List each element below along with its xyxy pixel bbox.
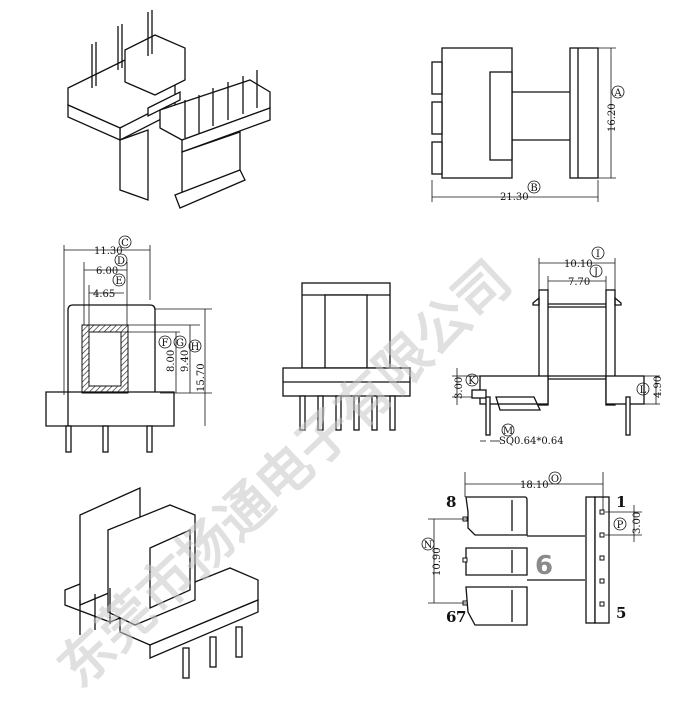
label-l: L bbox=[640, 385, 647, 396]
dim-11-30: 11.30 bbox=[94, 246, 123, 257]
pin-label-8: 8 bbox=[446, 493, 456, 511]
pin-label-5: 5 bbox=[616, 604, 626, 622]
dim-8-00: 8.00 bbox=[166, 350, 177, 372]
pin-label-7: 7 bbox=[456, 608, 466, 626]
dim-21-30: 21.30 bbox=[500, 192, 529, 203]
dim-7-70: 7.70 bbox=[568, 277, 590, 288]
label-m: M bbox=[503, 426, 513, 437]
label-n: N bbox=[424, 540, 433, 551]
front-view bbox=[282, 282, 411, 431]
dim-4-90: 4.90 bbox=[653, 376, 664, 398]
dim-4-65: 4.65 bbox=[93, 289, 115, 300]
dim-18-10: 18.10 bbox=[520, 480, 549, 491]
dim-15-70: 15.70 bbox=[196, 363, 207, 392]
side-view: 10.10 I 7.70 J 3.00 K 4.90 L SQ0.64*0.64… bbox=[452, 246, 664, 447]
dim-6-00: 6.00 bbox=[96, 266, 118, 277]
label-i: I bbox=[596, 249, 600, 260]
label-h: H bbox=[191, 342, 200, 353]
label-c: C bbox=[121, 238, 129, 249]
label-a: A bbox=[613, 88, 622, 99]
page-marker: 6 bbox=[535, 551, 553, 581]
dim-3-00: 3.00 bbox=[454, 377, 465, 399]
dim-9-40: 9.40 bbox=[180, 350, 191, 372]
pin-label-6: 6 bbox=[446, 608, 456, 626]
isometric-view-top bbox=[67, 10, 271, 209]
label-p: P bbox=[617, 520, 624, 531]
dim-10-10: 10.10 bbox=[564, 259, 593, 270]
dim-10-90: 10.90 bbox=[432, 547, 443, 576]
dim-sq0-64: SQ0.64*0.64 bbox=[499, 436, 564, 447]
dim-3-00-pitch: 3.00 bbox=[632, 512, 643, 534]
bottom-view: 8 1 6 7 5 6 10.90 N 18.10 O 3.00 P bbox=[421, 471, 643, 626]
label-g: G bbox=[176, 338, 184, 349]
isometric-view-bottom bbox=[64, 486, 259, 679]
pin-label-1: 1 bbox=[616, 493, 626, 511]
top-view: 16.20 A 21.30 B bbox=[431, 47, 625, 203]
label-e: E bbox=[115, 276, 122, 287]
label-j: J bbox=[593, 267, 598, 278]
watermark: 东莞市扬通电子有限公司 bbox=[46, 248, 523, 699]
label-o: O bbox=[551, 474, 559, 485]
label-f: F bbox=[162, 338, 169, 349]
label-k: K bbox=[468, 376, 476, 387]
dim-16-20: 16.20 bbox=[607, 103, 618, 132]
section-view: 11.30 C 6.00 D 4.65 E 8.00 9.40 15.70 F … bbox=[45, 235, 212, 453]
label-b: B bbox=[530, 183, 537, 194]
label-d: D bbox=[117, 256, 125, 267]
